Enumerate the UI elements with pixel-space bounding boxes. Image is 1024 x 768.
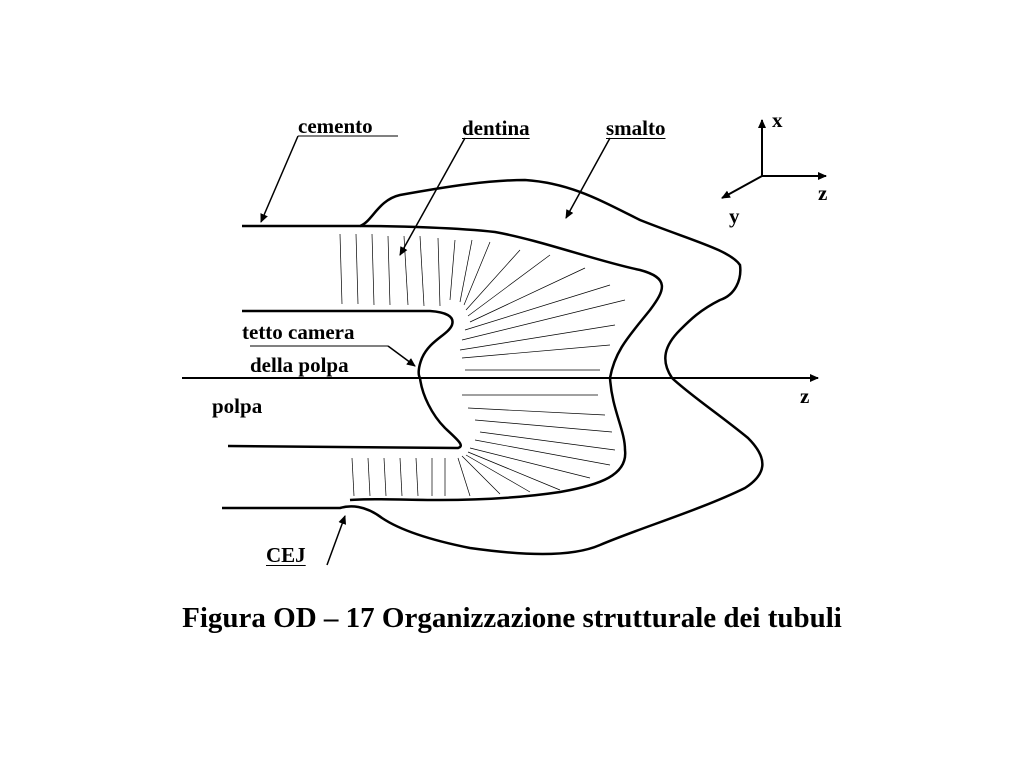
cej-leader <box>326 515 346 566</box>
smalto-leader <box>565 137 611 219</box>
axis-label-z-top: z <box>818 181 828 205</box>
figure-caption: Figura OD – 17 Organizzazione struttural… <box>182 602 842 634</box>
label-della-polpa: della polpa <box>250 353 349 377</box>
label-smalto: smalto <box>606 116 666 140</box>
cemento-leader <box>260 135 299 223</box>
triad-y-axis <box>721 175 763 199</box>
dentin-enamel-junction <box>349 224 664 502</box>
enamel-outline-upper <box>242 178 742 379</box>
tetto-leader <box>387 345 416 367</box>
axis-label-x: x <box>772 108 783 132</box>
dentina-leader <box>399 137 466 256</box>
enamel-outline-lower <box>222 377 764 556</box>
pulp-lower-wall <box>227 377 462 450</box>
dentinal-tubules <box>339 233 626 497</box>
label-cemento: cemento <box>298 114 373 138</box>
label-polpa: polpa <box>212 394 263 418</box>
axis-label-y: y <box>729 204 740 228</box>
pulp-upper-wall <box>242 309 454 379</box>
axis-label-z-main: z <box>800 384 810 408</box>
label-dentina: dentina <box>462 116 530 140</box>
label-cej: CEJ <box>266 543 306 567</box>
label-tetto-camera: tetto camera <box>242 320 355 344</box>
